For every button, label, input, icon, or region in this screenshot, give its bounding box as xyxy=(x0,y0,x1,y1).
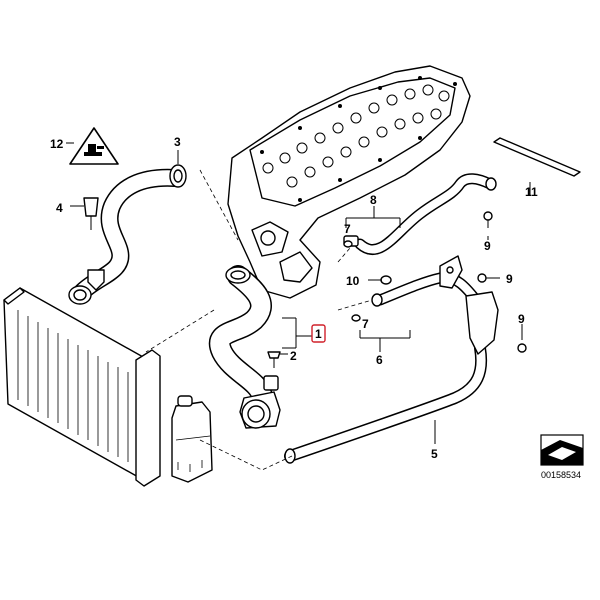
callout-12: 12 xyxy=(50,137,64,151)
engine-cylinder-head xyxy=(227,65,471,299)
expansion-tank xyxy=(171,395,213,483)
bolt-9-upper xyxy=(483,211,493,228)
callout-4: 4 xyxy=(56,201,63,215)
temperature-sensor xyxy=(83,197,99,230)
document-id: 00158534 xyxy=(541,470,581,480)
sensor-housing xyxy=(68,269,105,305)
callout-3: 3 xyxy=(174,135,181,149)
callout-10: 10 xyxy=(346,274,360,288)
callout-1: 1 xyxy=(315,327,322,341)
clamp-10 xyxy=(380,275,392,285)
callout-8: 8 xyxy=(370,193,377,207)
callout-6: 6 xyxy=(376,353,383,367)
long-coolant-hose xyxy=(284,342,488,464)
page-corner-icon xyxy=(540,434,584,466)
oring-7-lower xyxy=(351,314,361,322)
callout-7-upper: 7 xyxy=(344,222,351,236)
callout-7-lower: 7 xyxy=(362,317,369,331)
leader-lines xyxy=(66,142,531,444)
connection-dashes xyxy=(145,169,373,471)
callout-11: 11 xyxy=(525,185,538,199)
lower-radiator-hose xyxy=(208,265,281,429)
warning-triangle-icon xyxy=(69,127,119,165)
callout-2: 2 xyxy=(290,349,297,363)
bolt-row xyxy=(260,76,457,202)
highlight-box xyxy=(311,324,326,343)
bolt-9-middle xyxy=(477,273,487,283)
callout-9-lower: 9 xyxy=(518,312,525,326)
callout-9-upper: 9 xyxy=(484,239,491,253)
bolt-9-lower xyxy=(517,343,527,353)
mounting-bracket xyxy=(439,255,499,355)
radiator xyxy=(3,287,161,487)
valve-row xyxy=(262,84,450,188)
callout-9-middle: 9 xyxy=(506,272,513,286)
screw-2 xyxy=(267,351,281,368)
upper-radiator-hose xyxy=(73,164,187,301)
callout-5: 5 xyxy=(431,447,438,461)
radiator-fins xyxy=(17,310,129,462)
oring-7-upper xyxy=(343,240,353,248)
strap-11 xyxy=(493,137,581,177)
